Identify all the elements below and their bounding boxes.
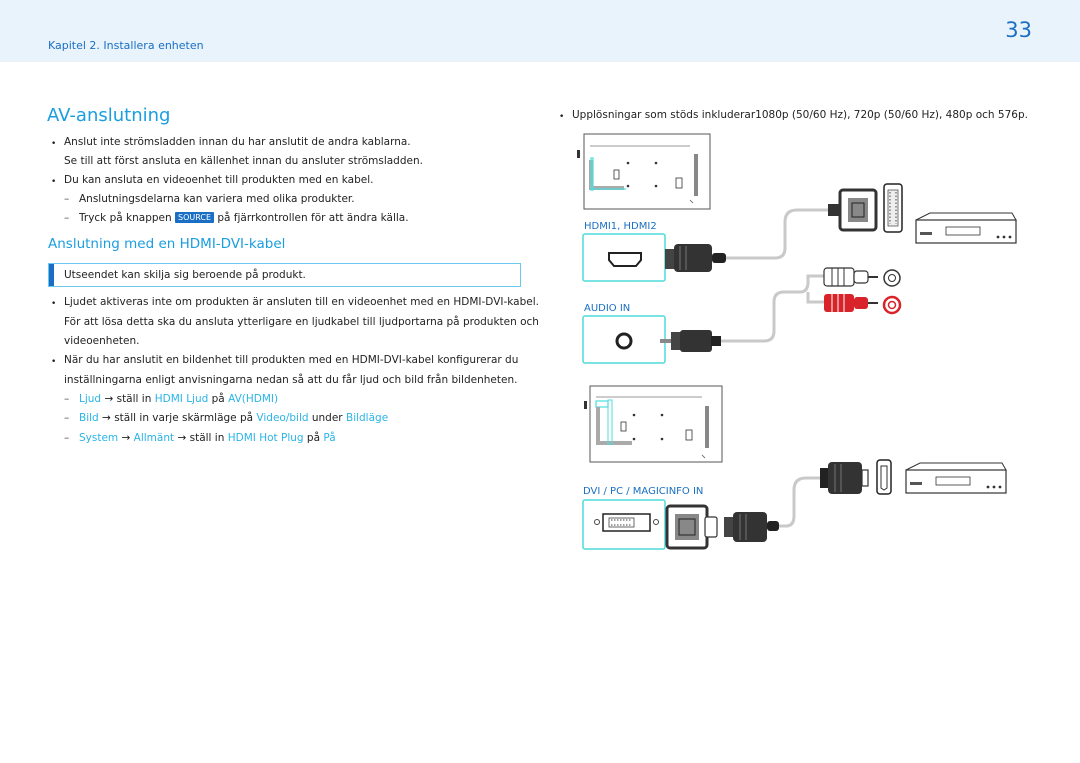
bullet-icon: • [51, 139, 57, 149]
setting-text: ställ in [189, 432, 225, 444]
setting-system: System → Allmänt → ställ in HDMI Hot Plu… [79, 432, 336, 444]
section-title: AV-anslutning [47, 105, 171, 126]
body-bullet-1-line3: videoenheten. [64, 335, 140, 347]
dvd-player-icon [915, 212, 1017, 244]
body-bullet-1-line2: För att lösa detta ska du ansluta ytterl… [64, 316, 539, 328]
menu-bildlage: Bildläge [345, 412, 389, 424]
bullet-icon: • [51, 177, 57, 187]
bullet-icon: • [51, 299, 57, 309]
dvi-port-icon [582, 499, 666, 550]
page-number: 33 [1005, 18, 1032, 42]
menu-video-bild: Video/bild [256, 412, 309, 424]
hdmi-port-icon [582, 233, 666, 282]
menu-ljud: Ljud [79, 393, 102, 405]
body-bullet-2-line2: inställningarna enligt anvisningarna ned… [64, 374, 518, 386]
menu-hdmi-ljud: HDMI Ljud [154, 393, 209, 405]
arrow: → [104, 393, 114, 405]
dash-icon: – [64, 412, 70, 424]
menu-allmant: Allmänt [133, 432, 175, 444]
setting-ljud: Ljud → ställ in HDMI Ljud på AV(HDMI) [79, 393, 278, 405]
bullet-icon: • [559, 112, 565, 122]
resolution-bullet: Upplösningar som stöds inkluderar1080p (… [572, 109, 1028, 121]
arrow: → [177, 432, 187, 444]
hdmi-plug-icon [820, 462, 869, 494]
dash-icon: – [64, 393, 70, 405]
hdmi-port-icon [876, 459, 892, 495]
dvd-player-icon [905, 462, 1007, 494]
dash-icon: – [64, 193, 70, 205]
hdmi-port-label: HDMI1, HDMI2 [584, 221, 657, 232]
page-header [0, 0, 1080, 62]
dvi-plug-icon [665, 504, 718, 550]
dash-2-after: på fjärrkontrollen för att ändra källa. [217, 212, 409, 224]
setting-text: ställ in [116, 393, 152, 405]
menu-bild: Bild [79, 412, 99, 424]
menu-system: System [79, 432, 119, 444]
arrow: → [121, 432, 131, 444]
hdmi-plug-icon [665, 244, 726, 272]
intro-bullet-2: Du kan ansluta en videoenhet till produk… [64, 174, 374, 186]
audio-plug-icon [660, 330, 721, 352]
source-key-badge: SOURCE [175, 212, 215, 223]
menu-hdmi-hot-plug: HDMI Hot Plug [227, 432, 304, 444]
dvi-plug-icon [828, 188, 878, 232]
subsection-title: Anslutning med en HDMI-DVI-kabel [48, 236, 286, 252]
chapter-title: Kapitel 2. Installera enheten [48, 39, 204, 52]
monitor-back-icon [577, 133, 711, 210]
intro-bullet-1-line2: Se till att först ansluta en källenhet i… [64, 155, 423, 167]
setting-bild: Bild → ställ in varje skärmläge på Video… [79, 412, 388, 424]
dash-icon: – [64, 432, 70, 444]
intro-bullet-1-line1: Anslut inte strömsladden innan du har an… [64, 136, 411, 148]
bullet-icon: • [51, 357, 57, 367]
body-bullet-1-line1: Ljudet aktiveras inte om produkten är an… [64, 296, 539, 308]
setting-text: på [211, 393, 225, 405]
intro-dash-1: Anslutningsdelarna kan variera med olika… [79, 193, 355, 205]
rca-plug-icon [823, 267, 902, 315]
note-text: Utseendet kan skilja sig beroende på pro… [64, 269, 306, 281]
setting-text: på [306, 432, 321, 444]
dash-2-before: Tryck på knappen [79, 212, 172, 224]
menu-av-hdmi: AV(HDMI) [228, 393, 279, 405]
arrow: → [102, 412, 111, 424]
monitor-back-icon [584, 385, 723, 463]
intro-dash-2: Tryck på knappen SOURCE på fjärrkontroll… [79, 212, 409, 224]
setting-text: ställ in varje skärmläge på [114, 412, 254, 424]
dvi-port-label: DVI / PC / MAGICINFO IN [583, 486, 704, 497]
audio-jack-icon [582, 315, 666, 364]
note-box: Utseendet kan skilja sig beroende på pro… [48, 263, 521, 287]
dvi-port-icon [883, 183, 903, 233]
body-bullet-2-line1: När du har anslutit en bildenhet till pr… [64, 354, 519, 366]
setting-text: under [311, 412, 343, 424]
dash-icon: – [64, 212, 70, 224]
audio-port-label: AUDIO IN [584, 303, 631, 314]
note-accent-bar [49, 264, 54, 286]
hdmi-plug-icon [724, 512, 779, 542]
menu-pa: På [323, 432, 336, 444]
